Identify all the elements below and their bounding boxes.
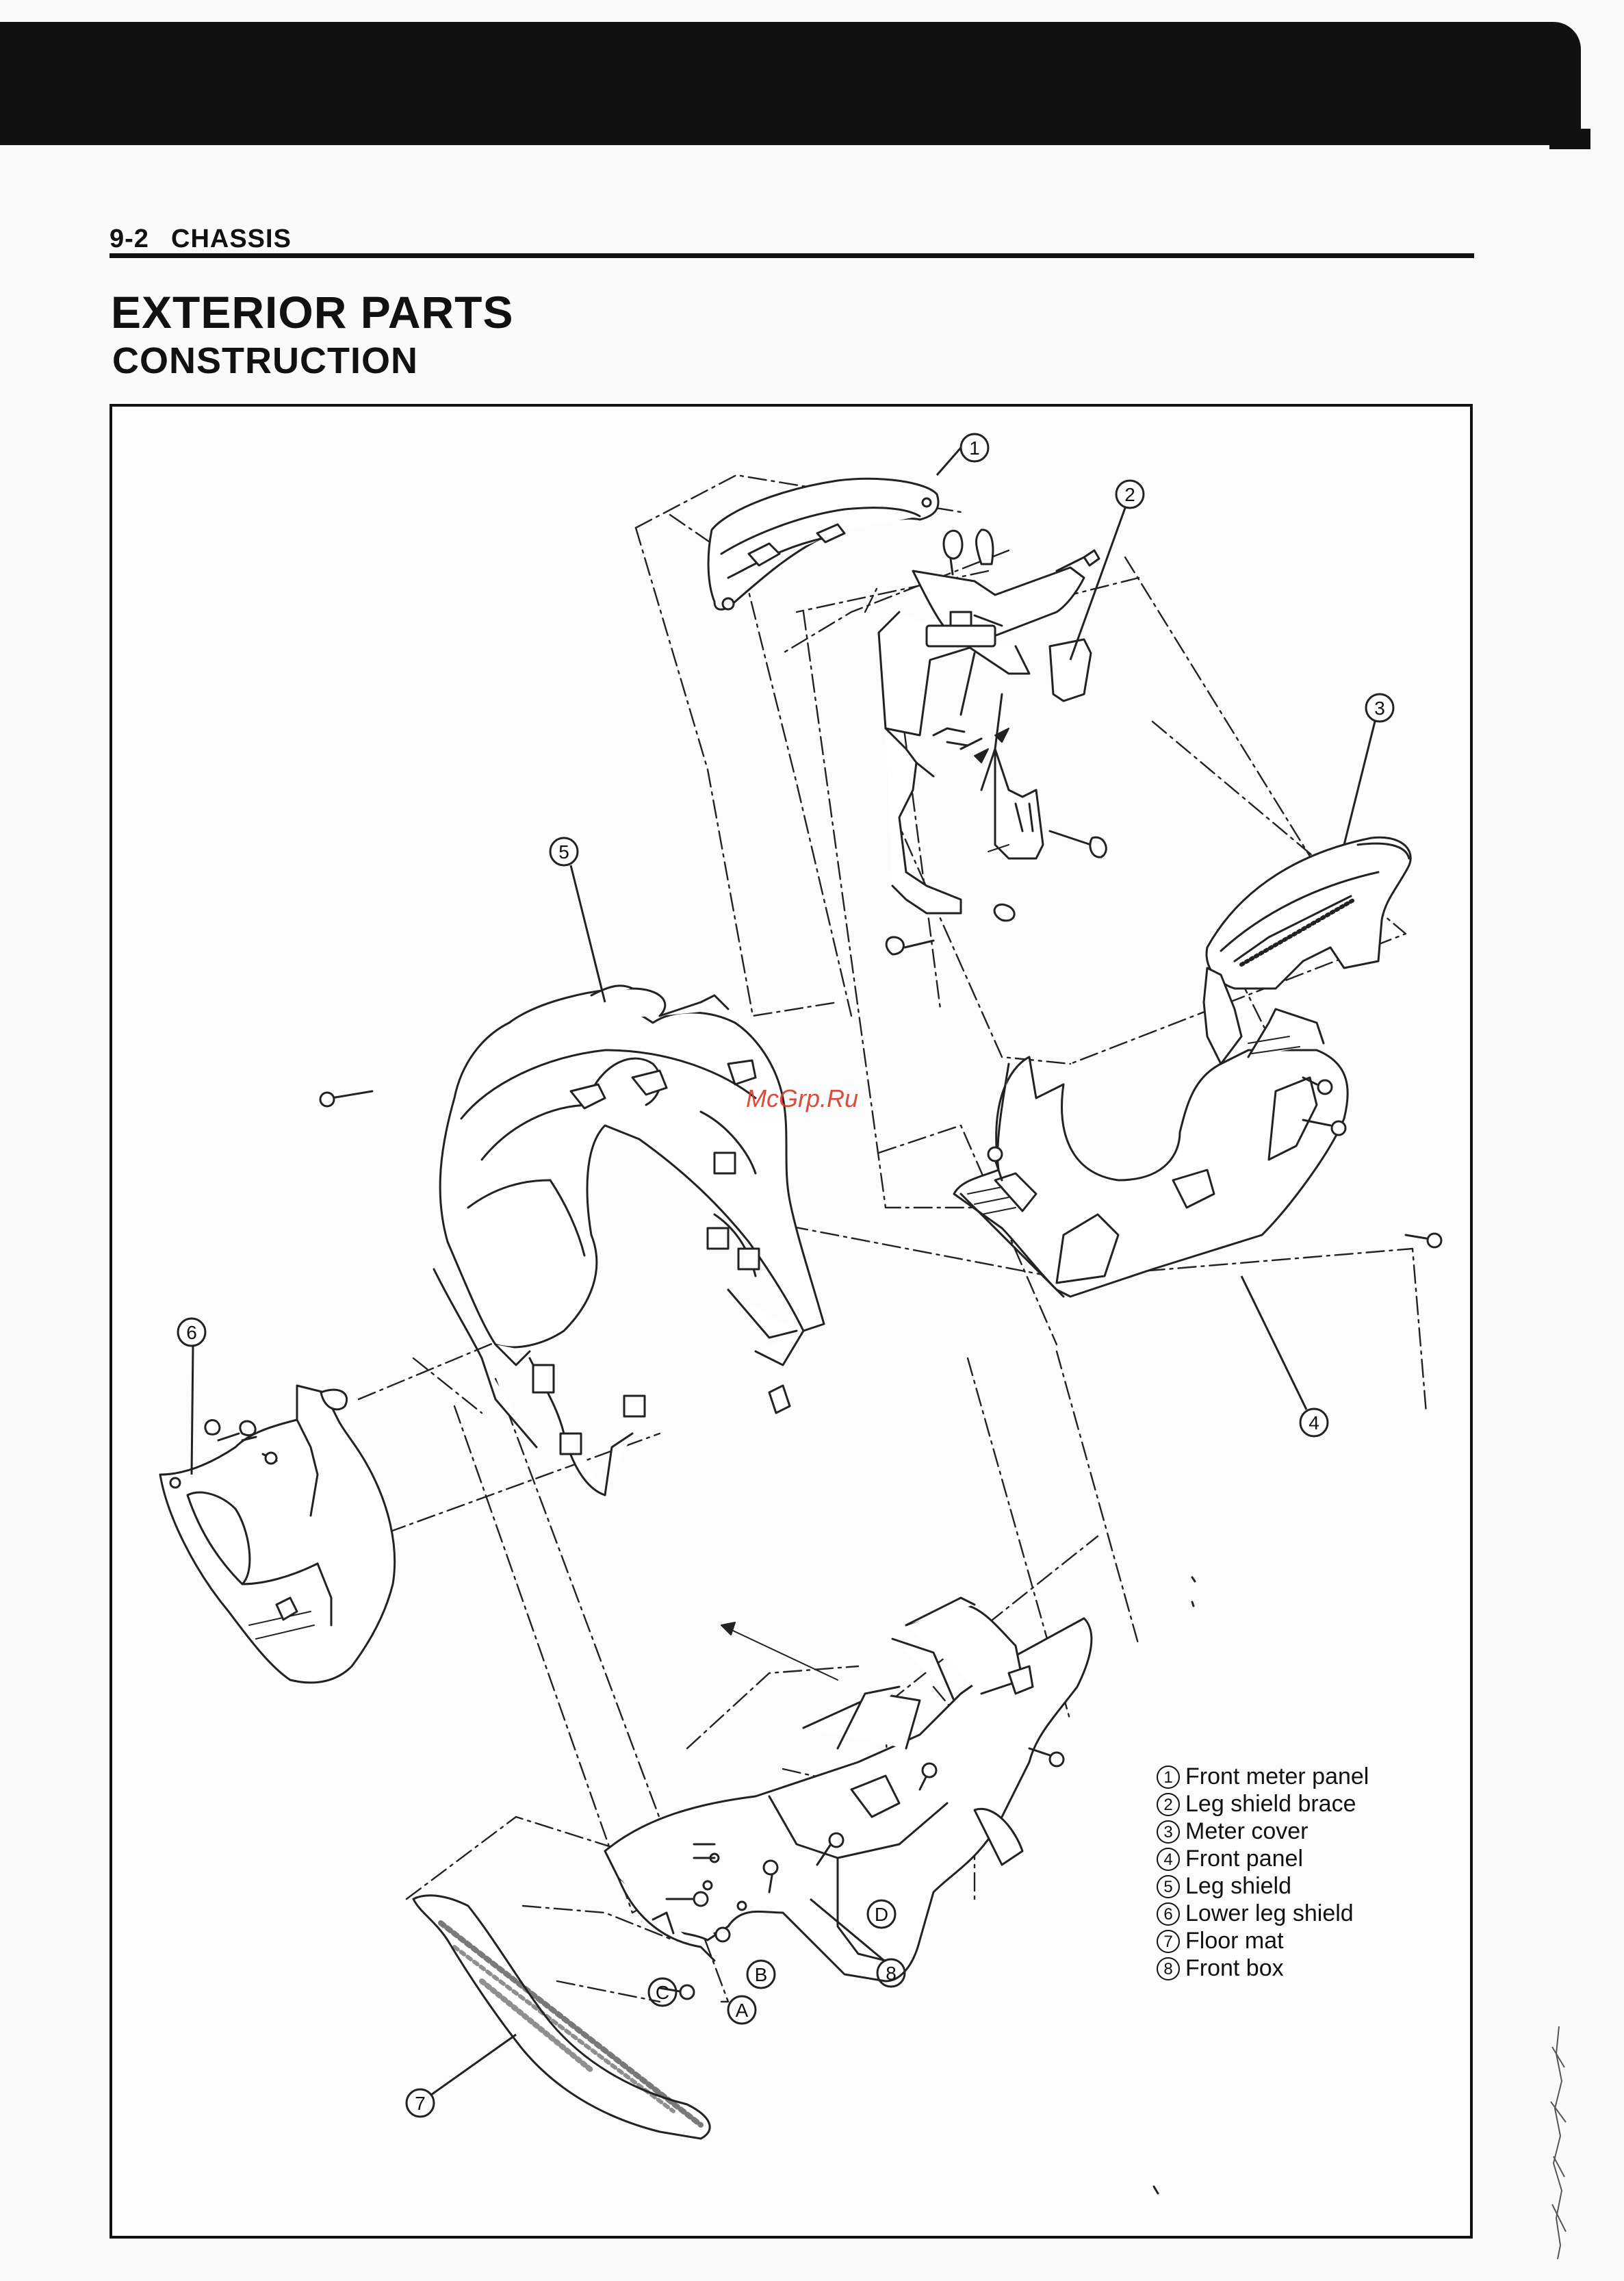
legend-label: Front meter panel — [1185, 1763, 1369, 1789]
legend-number: 1 — [1157, 1766, 1180, 1789]
legend-number: 2 — [1157, 1793, 1180, 1816]
legend-label: Leg shield — [1185, 1873, 1291, 1899]
legend-number: 7 — [1157, 1930, 1180, 1953]
legend-number: 6 — [1157, 1902, 1180, 1926]
svg-text:3: 3 — [1374, 698, 1385, 719]
svg-text:B: B — [755, 1964, 768, 1985]
svg-text:6: 6 — [186, 1322, 197, 1343]
watermark: McGrp.Ru — [746, 1084, 858, 1113]
svg-text:1: 1 — [969, 437, 980, 459]
legend-label: Floor mat — [1185, 1928, 1284, 1954]
svg-text:D: D — [875, 1904, 888, 1925]
svg-text:5: 5 — [558, 841, 569, 863]
lower-leg-shield-drawing — [160, 1386, 395, 1683]
meter-cover-drawing — [1207, 837, 1410, 989]
callout-4: 4 — [1241, 1276, 1328, 1436]
header-rule — [109, 253, 1474, 258]
svg-text:A: A — [736, 2000, 749, 2021]
legend-number: 3 — [1157, 1820, 1180, 1844]
legend-number: 5 — [1157, 1875, 1180, 1898]
header-band — [0, 22, 1581, 145]
page-title: EXTERIOR PARTS — [111, 286, 514, 338]
callout-b: B — [747, 1961, 775, 1988]
callout-5: 5 — [550, 838, 605, 1002]
page-number: 9-2 — [109, 225, 149, 254]
scan-edge-mark — [1547, 2026, 1571, 2259]
page-subtitle: CONSTRUCTION — [112, 340, 418, 382]
callout-a: A — [728, 1996, 756, 2024]
section-label: CHASSIS — [171, 225, 292, 254]
legend-label: Meter cover — [1185, 1818, 1309, 1844]
svg-text:8: 8 — [886, 1963, 897, 1984]
svg-text:7: 7 — [415, 2093, 426, 2114]
callout-3: 3 — [1344, 694, 1393, 845]
svg-text:4: 4 — [1309, 1412, 1319, 1433]
callout-6: 6 — [178, 1318, 205, 1475]
legend-label: Leg shield brace — [1185, 1791, 1356, 1817]
legend-number: 4 — [1157, 1848, 1180, 1871]
legend-label: Lower leg shield — [1185, 1900, 1354, 1926]
legend-number: 8 — [1157, 1957, 1180, 1980]
legend-label: Front panel — [1185, 1846, 1303, 1872]
svg-text:C: C — [656, 1982, 669, 2003]
callout-c: C — [649, 1978, 676, 2006]
callout-1: 1 — [937, 434, 988, 475]
svg-text:2: 2 — [1124, 484, 1135, 505]
leg-shield-brace-drawing — [879, 530, 1106, 954]
front-panel-drawing — [954, 968, 1348, 1297]
leg-shield-drawing — [434, 986, 824, 1495]
front-box-drawing — [605, 1598, 1092, 1981]
legend-label: Front box — [1185, 1955, 1284, 1981]
callout-7: 7 — [407, 2035, 516, 2117]
